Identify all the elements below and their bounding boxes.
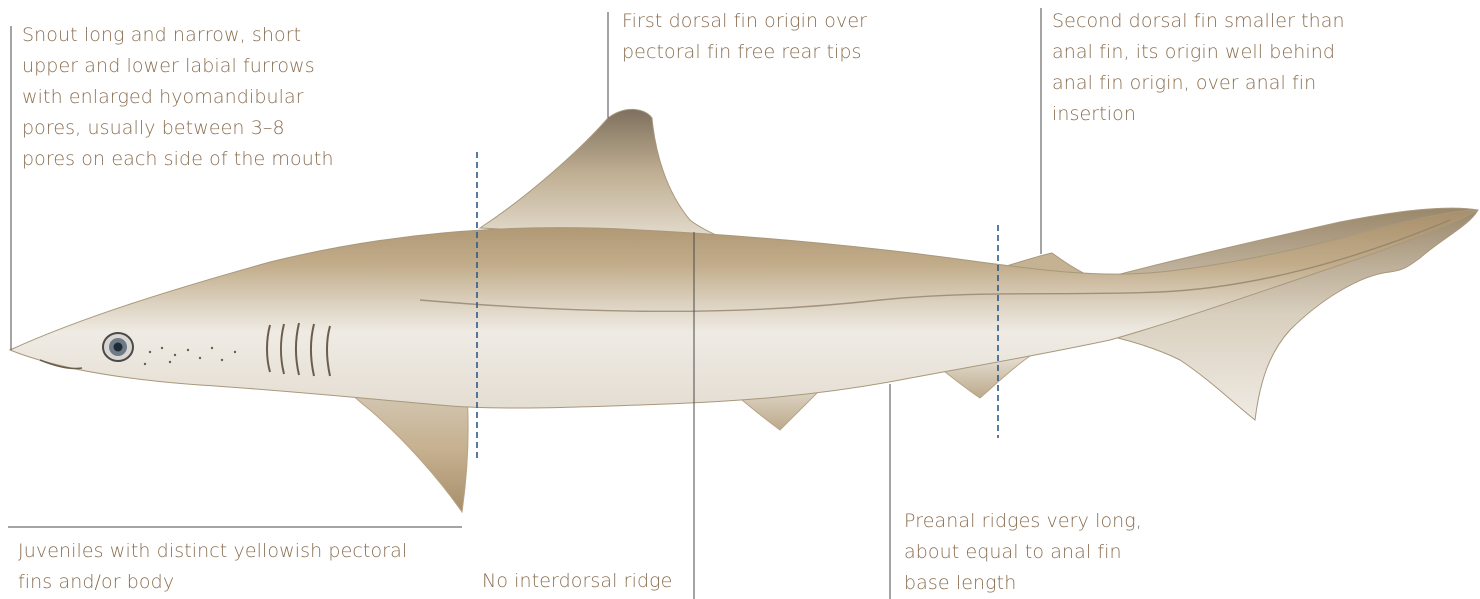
annotation-line: Second dorsal fin smaller than — [1052, 6, 1345, 37]
annotation-line: pores on each side of the mouth — [22, 144, 334, 175]
annotation-line: pectoral fin free rear tips — [622, 37, 867, 68]
annotation-line: Snout long and narrow, short — [22, 20, 334, 51]
annotation-first-dorsal: First dorsal fin origin over pectoral fi… — [622, 6, 867, 68]
annotation-line: First dorsal fin origin over — [622, 6, 867, 37]
annotation-line: anal fin, its origin well behind — [1052, 37, 1345, 68]
annotation-preanal: Preanal ridges very long, about equal to… — [904, 506, 1142, 599]
annotation-line: No interdorsal ridge — [482, 566, 672, 597]
annotation-line: anal fin origin, over anal fin — [1052, 68, 1345, 99]
annotation-line: pores, usually between 3–8 — [22, 113, 334, 144]
shark-eye — [103, 333, 133, 361]
annotation-line: insertion — [1052, 99, 1345, 130]
annotation-second-dorsal: Second dorsal fin smaller than anal fin,… — [1052, 6, 1345, 130]
annotation-line: Juveniles with distinct yellowish pector… — [18, 536, 407, 567]
annotation-line: with enlarged hyomandibular — [22, 82, 334, 113]
annotation-line: base length — [904, 568, 1142, 599]
annotation-line: upper and lower labial furrows — [22, 51, 334, 82]
annotation-snout: Snout long and narrow, short upper and l… — [22, 20, 334, 175]
annotation-interdorsal: No interdorsal ridge — [482, 566, 672, 597]
annotation-juveniles: Juveniles with distinct yellowish pector… — [18, 536, 407, 598]
first-dorsal-fin — [480, 109, 718, 236]
annotation-line: about equal to anal fin — [904, 537, 1142, 568]
annotation-line: fins and/or body — [18, 567, 407, 598]
annotation-line: Preanal ridges very long, — [904, 506, 1142, 537]
